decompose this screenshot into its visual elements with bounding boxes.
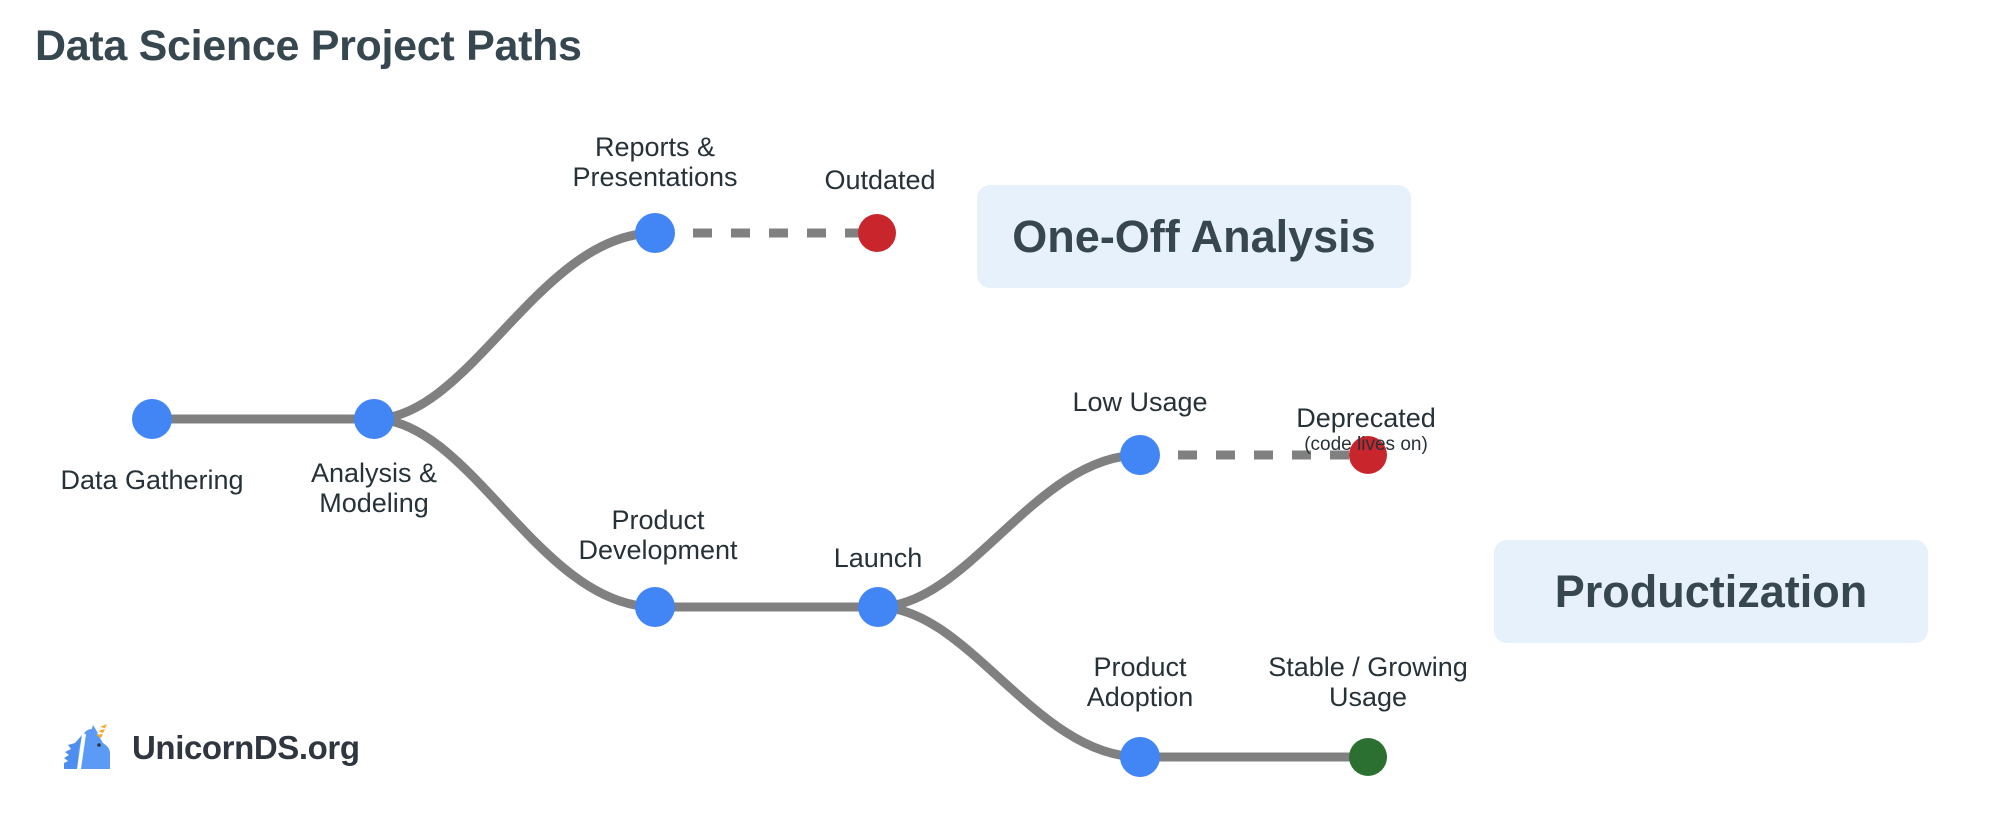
- node-label-reports-presentations: Reports & Presentations: [572, 132, 738, 193]
- badge-one-off-analysis: One-Off Analysis: [977, 185, 1411, 288]
- node-label-analysis-modeling: Analysis & Modeling: [310, 458, 438, 519]
- edge-launch-to-low-usage: [873, 450, 1145, 612]
- node-deprecated[interactable]: [1349, 436, 1387, 474]
- node-product-development[interactable]: [635, 587, 675, 627]
- page-title: Data Science Project Paths: [35, 22, 582, 70]
- node-label-product-development: Product Development: [578, 505, 738, 566]
- node-label-deprecated: Deprecated (code lives on): [1296, 373, 1436, 488]
- node-label-product-adoption: Product Adoption: [1086, 652, 1194, 713]
- node-label-deprecated-sub: (code lives on): [1304, 434, 1428, 456]
- node-analysis-modeling[interactable]: [354, 399, 394, 439]
- unicorn-icon: [64, 724, 110, 769]
- node-label-outdated: Outdated: [824, 165, 936, 195]
- site-logo[interactable]: UnicornDS.org: [60, 723, 360, 773]
- node-label-low-usage: Low Usage: [1072, 387, 1208, 417]
- edge-analysis-modeling-to-reports-presentations: [369, 228, 660, 424]
- edges-layer: [152, 228, 1368, 762]
- edge-launch-to-product-adoption: [873, 602, 1145, 762]
- nodes-layer: [132, 213, 1387, 777]
- node-launch[interactable]: [858, 587, 898, 627]
- node-reports-presentations[interactable]: [635, 213, 675, 253]
- node-label-launch: Launch: [833, 543, 923, 573]
- node-stable-growing-usage[interactable]: [1349, 738, 1387, 776]
- badge-productization: Productization: [1494, 540, 1928, 643]
- node-low-usage[interactable]: [1120, 435, 1160, 475]
- node-label-deprecated-main: Deprecated: [1296, 403, 1436, 434]
- node-data-gathering[interactable]: [132, 399, 172, 439]
- node-label-stable-growing-usage: Stable / Growing Usage: [1268, 652, 1468, 713]
- node-outdated[interactable]: [858, 214, 896, 252]
- edge-analysis-modeling-to-product-development: [369, 414, 660, 612]
- node-label-data-gathering: Data Gathering: [60, 465, 244, 495]
- logo-text: UnicornDS.org: [132, 729, 360, 766]
- node-product-adoption[interactable]: [1120, 737, 1160, 777]
